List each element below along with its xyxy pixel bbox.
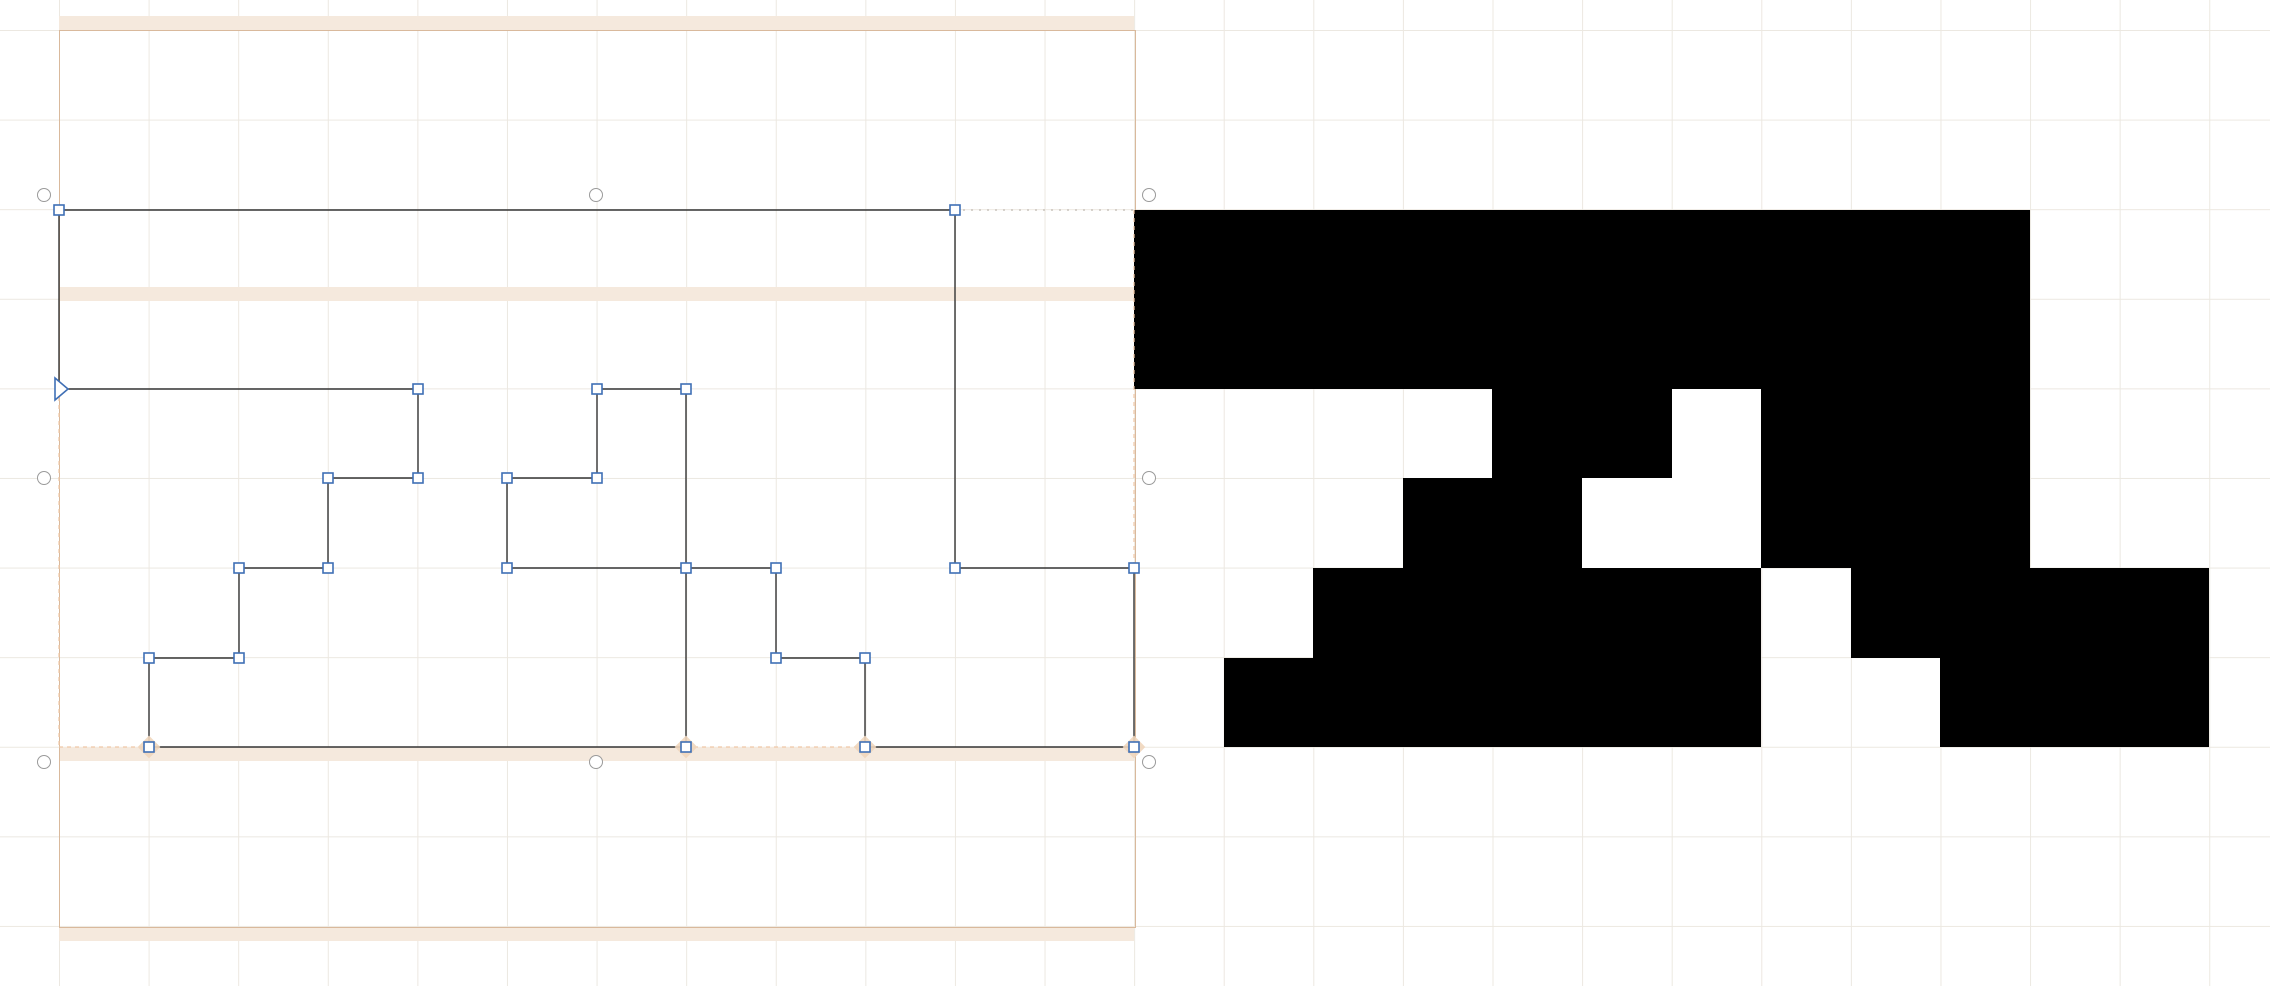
circle-handle-icon[interactable] <box>589 755 603 769</box>
square-waypoint-icon[interactable] <box>591 472 603 484</box>
square-waypoint-icon[interactable] <box>680 741 692 753</box>
square-waypoint-icon[interactable] <box>591 383 603 395</box>
square-waypoint-icon[interactable] <box>143 741 155 753</box>
square-waypoint-icon[interactable] <box>322 562 334 574</box>
circle-handle-icon[interactable] <box>1142 471 1156 485</box>
square-waypoint-icon[interactable] <box>859 652 871 664</box>
square-waypoint-icon[interactable] <box>143 652 155 664</box>
triangle-anchor-icon[interactable] <box>54 376 70 402</box>
square-waypoint-icon[interactable] <box>1128 741 1140 753</box>
square-waypoint-icon[interactable] <box>770 562 782 574</box>
square-waypoint-icon[interactable] <box>859 741 871 753</box>
square-waypoint-icon[interactable] <box>949 562 961 574</box>
circle-handle-icon[interactable] <box>1142 755 1156 769</box>
square-waypoint-icon[interactable] <box>680 562 692 574</box>
square-waypoint-icon[interactable] <box>1128 562 1140 574</box>
square-waypoint-icon[interactable] <box>412 472 424 484</box>
selection-band-bottom <box>59 927 1134 941</box>
shape-notch-left <box>1582 389 1761 568</box>
circle-handle-icon[interactable] <box>37 471 51 485</box>
selection-band-top <box>59 16 1134 30</box>
connector-tower[interactable] <box>506 210 1135 748</box>
square-waypoint-icon[interactable] <box>501 562 513 574</box>
square-waypoint-icon[interactable] <box>53 204 65 216</box>
circle-handle-icon[interactable] <box>37 755 51 769</box>
circle-handle-icon[interactable] <box>589 188 603 202</box>
square-waypoint-icon[interactable] <box>233 562 245 574</box>
square-waypoint-icon[interactable] <box>412 383 424 395</box>
selection-band-upper <box>59 287 1134 301</box>
connector-staircase[interactable] <box>58 209 955 748</box>
square-waypoint-icon[interactable] <box>501 472 513 484</box>
square-waypoint-icon[interactable] <box>322 472 334 484</box>
square-waypoint-icon[interactable] <box>680 383 692 395</box>
circle-handle-icon[interactable] <box>1142 188 1156 202</box>
square-waypoint-icon[interactable] <box>233 652 245 664</box>
square-waypoint-icon[interactable] <box>770 652 782 664</box>
square-waypoint-icon[interactable] <box>949 204 961 216</box>
circle-handle-icon[interactable] <box>37 188 51 202</box>
